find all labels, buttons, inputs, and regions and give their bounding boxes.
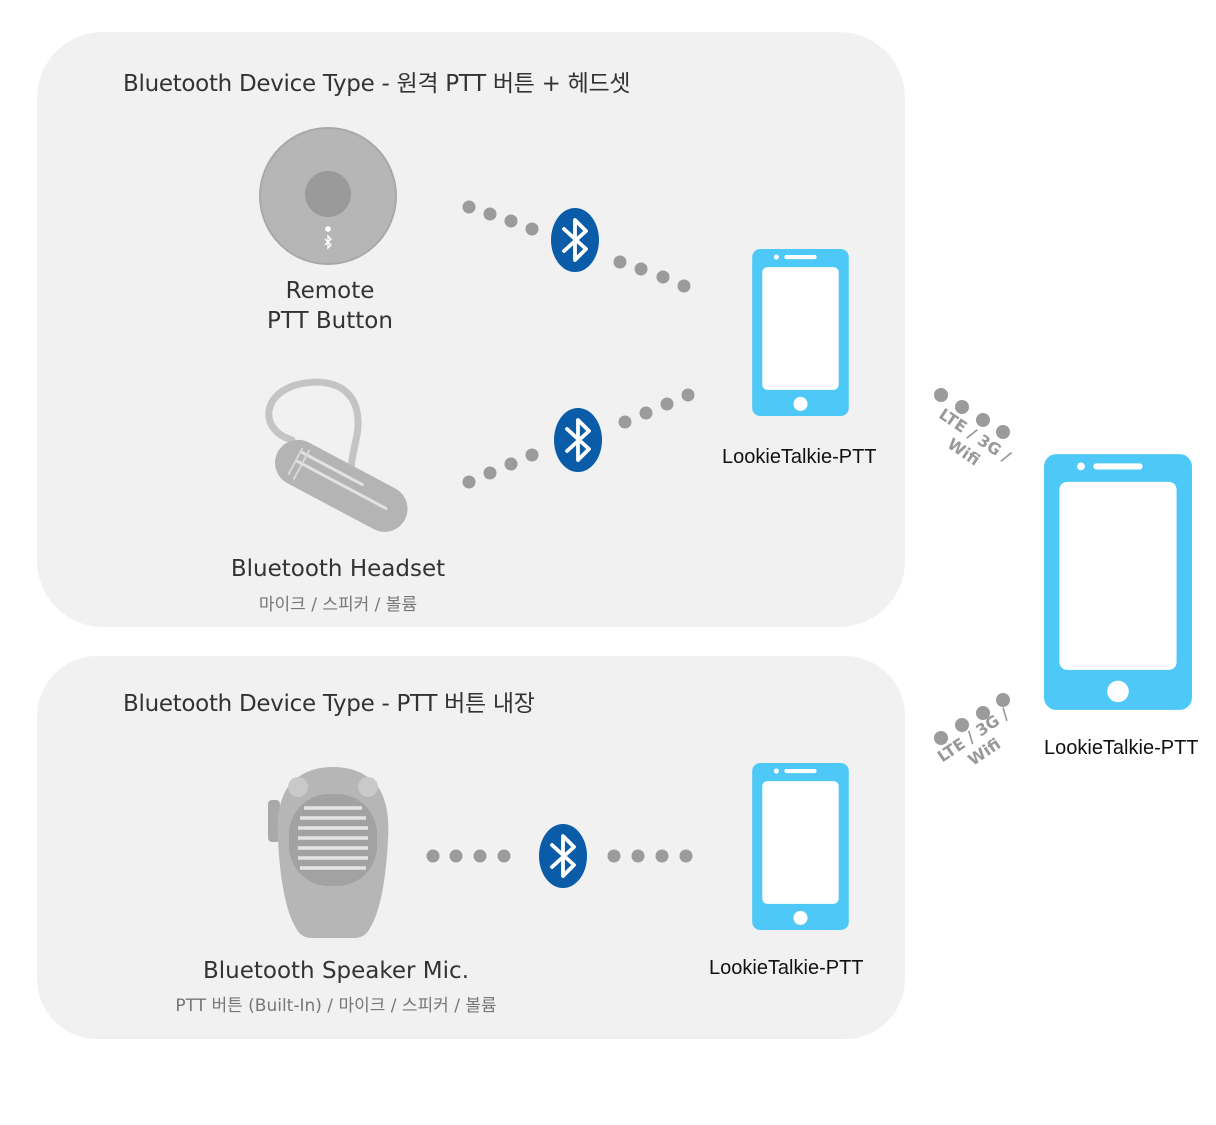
- connector-bluetooth-to-phone-lower: [618, 388, 695, 429]
- top-panel-title: Bluetooth Device Type - 원격 PTT 버튼 + 헤드셋: [123, 71, 631, 97]
- speaker-mic-sublabel: PTT 버튼 (Built-In) / 마이크 / 스피커 / 볼륨: [175, 996, 497, 1016]
- headset-sublabel: 마이크 / 스피커 / 볼륨: [258, 595, 418, 615]
- phone-label-bottom: LookieTalkie-PTT: [709, 957, 864, 979]
- connector-headset-to-bluetooth: [462, 448, 539, 489]
- phone-label-top: LookieTalkie-PTT: [722, 446, 877, 468]
- connector-bluetooth-to-phone-bottom: [607, 849, 693, 863]
- bluetooth-icon: [553, 407, 603, 473]
- bluetooth-icon: [538, 823, 588, 889]
- bluetooth-speaker-mic-icon: [268, 767, 389, 938]
- bluetooth-icon: [550, 207, 600, 273]
- connector-speaker-mic-to-bluetooth: [426, 849, 511, 863]
- smartphone-icon: [752, 763, 849, 930]
- bottom-panel-title: Bluetooth Device Type - PTT 버튼 내장: [123, 691, 535, 717]
- speaker-mic-label: Bluetooth Speaker Mic.: [202, 958, 470, 984]
- phone-label-server: LookieTalkie-PTT: [1044, 737, 1199, 759]
- connector-phone-to-server-lower: [934, 693, 1010, 745]
- bluetooth-headset-icon: [265, 378, 408, 532]
- remote-ptt-label: Remote PTT Button: [267, 278, 393, 334]
- smartphone-icon: [1044, 454, 1192, 710]
- remote-ptt-button-icon: [259, 127, 397, 265]
- smartphone-icon: [752, 249, 849, 416]
- connector-bluetooth-to-phone-upper: [613, 255, 691, 293]
- connector-phone-to-server-upper: [934, 388, 1010, 439]
- connector-remote-to-bluetooth: [462, 200, 539, 236]
- headset-label: Bluetooth Headset: [230, 556, 446, 582]
